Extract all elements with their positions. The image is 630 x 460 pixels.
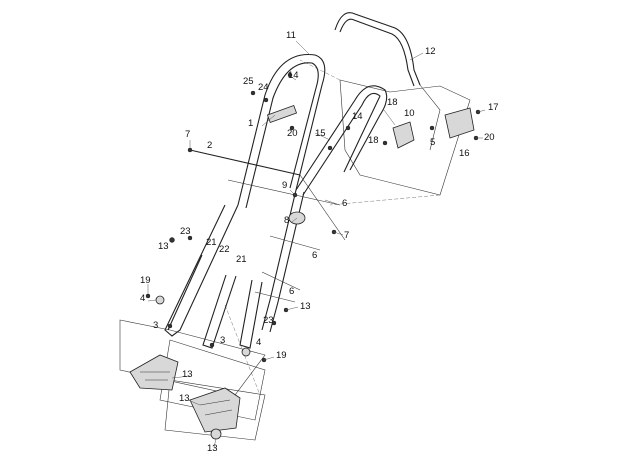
callout-c17: 17 [488, 102, 499, 113]
leader-lines [147, 40, 486, 449]
callout-c13b: 13 [300, 301, 311, 312]
part-callouts: 11 12 14 25 24 1 20 18 10 14 15 18 5 17 20 16 7 2 9 6 8 7 23 13… [140, 30, 499, 454]
callout-c14a: 14 [288, 70, 299, 81]
callout-c12: 12 [425, 46, 436, 57]
fasteners [145, 72, 481, 363]
callout-c23a: 23 [180, 226, 191, 237]
callout-c23b: 23 [263, 315, 274, 326]
callout-c13a: 13 [158, 241, 169, 252]
callout-c2: 2 [207, 140, 212, 151]
callout-c7a: 7 [185, 129, 190, 140]
upper-handle-part-11 [237, 53, 388, 209]
bail-handle-part-12 [334, 12, 441, 151]
callout-c14b: 14 [352, 111, 363, 122]
callout-c6a: 6 [342, 198, 347, 209]
callout-c9: 9 [282, 180, 287, 191]
callout-c15: 15 [315, 128, 326, 139]
callout-c8: 8 [284, 215, 289, 226]
callout-c13c: 13 [182, 369, 193, 380]
callout-c4a: 4 [140, 293, 145, 304]
callout-c5: 5 [430, 137, 435, 148]
lower-handle-part-21 [164, 189, 305, 349]
callout-c13d: 13 [179, 393, 190, 404]
callout-c25: 25 [243, 76, 254, 87]
callout-c16: 16 [459, 148, 470, 159]
callout-c13e: 13 [207, 443, 218, 454]
callout-c21a: 21 [206, 237, 217, 248]
callout-c7b: 7 [344, 230, 349, 241]
callout-c1: 1 [248, 118, 253, 129]
control-rod-part-2 [189, 149, 301, 176]
deck-mount-brackets [129, 354, 241, 440]
callout-c19a: 19 [140, 275, 151, 286]
callout-c19b: 19 [276, 350, 287, 361]
callout-c6c: 6 [289, 286, 294, 297]
callout-c18b: 18 [368, 135, 379, 146]
callout-c6b: 6 [312, 250, 317, 261]
callout-c22: 22 [219, 244, 230, 255]
callout-c20b: 20 [484, 132, 495, 143]
callout-c11: 11 [286, 30, 296, 41]
cables-part-6 [227, 174, 346, 303]
callout-c10: 10 [404, 108, 415, 119]
callout-c24: 24 [258, 82, 269, 93]
callout-c18a: 18 [387, 97, 398, 108]
bracket-hardware [266, 104, 475, 225]
callout-c4b: 4 [256, 337, 261, 348]
callout-c3a: 3 [153, 320, 158, 331]
callout-c21b: 21 [236, 254, 247, 265]
callout-c20a: 20 [287, 128, 298, 139]
callout-c3b: 3 [220, 335, 225, 346]
